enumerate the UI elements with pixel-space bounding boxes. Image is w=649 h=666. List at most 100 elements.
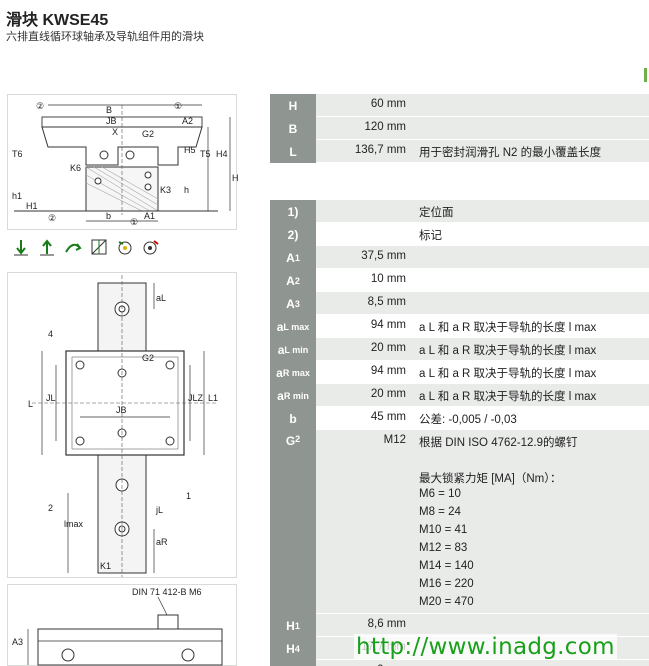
spec-description (411, 292, 649, 315)
spec-description-line: M20 = 470 (419, 596, 474, 608)
diagram1-label: X (112, 127, 118, 137)
spec-description-line: M12 = 83 (419, 542, 468, 554)
spec-description-line: a L 和 a R 取决于导轨的长度 l max (419, 368, 597, 380)
diagram1-label: ② (48, 213, 56, 223)
diagram1-label: H (232, 173, 238, 183)
spec-value: 10 mm (316, 269, 411, 292)
spec-description-line: 根据 DIN ISO 4762-12.9的螺钉 (419, 437, 578, 449)
diagram1-label: K3 (160, 185, 171, 195)
spec-symbol (270, 163, 316, 177)
spec-description-line: 用于密封润滑孔 N2 的最小覆盖长度 (419, 147, 602, 159)
spec-description-line: M14 = 140 (419, 560, 474, 572)
diagram1-label: A1 (144, 211, 155, 221)
spec-description (411, 163, 649, 177)
load-up-icon (37, 237, 57, 257)
spec-value: 20 mm (316, 384, 411, 407)
spec-description-line: 标记 (419, 230, 442, 242)
diagram3-label: A3 (12, 637, 23, 647)
spec-symbol: b (270, 407, 316, 430)
spec-value: 20 mm (316, 338, 411, 361)
spec-description-line: a L 和 a R 取决于导轨的长度 l max (419, 391, 597, 403)
diagram2-label: jL (155, 505, 163, 515)
diagram1-label: JB (106, 116, 117, 126)
spec-symbol: H (270, 94, 316, 117)
page-title: 滑块 KWSE45 (6, 12, 109, 29)
spec-description: a L 和 a R 取决于导轨的长度 l max (411, 384, 649, 407)
diagram1-label: B (106, 105, 112, 115)
diagram2-label: aL (156, 293, 166, 303)
moment-icon (63, 237, 83, 257)
diagram1-label: A2 (182, 116, 193, 126)
spec-value: 120 mm (316, 117, 411, 140)
diagram2-label: 1 (186, 491, 191, 501)
spec-description (411, 117, 649, 140)
spec-value: M12 (316, 430, 411, 614)
spec-value: 94 mm (316, 361, 411, 384)
spec-value: 136,7 mm (316, 140, 411, 163)
diagram1-label: h1 (12, 191, 22, 201)
spec-description (411, 94, 649, 117)
spec-description-line (419, 167, 649, 185)
diagram1-label: ② (36, 101, 44, 111)
spec-description-line (419, 452, 649, 470)
diagram1-label: H4 (216, 149, 228, 159)
diagram2-label: JLZ (188, 393, 204, 403)
side-view-diagram: DIN 71 412-B M6 A3 (7, 584, 237, 666)
spec-description-line: M8 = 24 (419, 506, 461, 518)
spec-description-line: 定位面 (419, 207, 454, 219)
diagram2-label: 4 (48, 329, 53, 339)
spec-value: 37,5 mm (316, 246, 411, 269)
diagram3-label: DIN 71 412-B M6 (132, 587, 202, 597)
spec-row (270, 163, 649, 177)
cross-section-diagram: ② ① B JB X A2 G2 T6 K6 H5 T5 H4 H K3 h h… (7, 94, 238, 230)
diagram2-label: JL (46, 393, 56, 403)
spec-value (316, 200, 411, 223)
diagram2-label: L1 (208, 393, 218, 403)
diagram1-label: G2 (142, 129, 154, 139)
diagram1-label: ① (130, 217, 138, 227)
diagram1-label: ① (174, 101, 182, 111)
spec-description-line (419, 121, 649, 139)
spec-description-line: a L 和 a R 取决于导轨的长度 l max (419, 322, 597, 334)
spec-symbol: H5 (270, 660, 316, 666)
spec-row: 1)定位面 (270, 200, 649, 223)
spec-row: 2)标记 (270, 223, 649, 246)
spec-row: H59 mm (270, 660, 649, 666)
spec-description-line: M6 = 10 (419, 488, 461, 500)
diagram2-label: L (28, 399, 33, 409)
spec-description-line: 公差: -0,005 / -0,03 (419, 414, 517, 426)
spec-description: 公差: -0,005 / -0,03 (411, 407, 649, 430)
spec-value: 60 mm (316, 94, 411, 117)
spec-description (411, 269, 649, 292)
spec-description-line: M10 = 41 (419, 524, 468, 536)
spec-description-line: 最大锁紧力矩 [MA]（Nm）： (419, 473, 562, 485)
spec-symbol: L (270, 140, 316, 163)
spec-value (316, 223, 411, 246)
spec-value (316, 163, 411, 177)
diagram1-label: T6 (12, 149, 23, 159)
spec-value: 94 mm (316, 315, 411, 338)
diagram1-label: K6 (70, 163, 81, 173)
diagram1-label: b (106, 211, 111, 221)
top-view-diagram: aL 4 G2 L JL JB JLZ L1 2 1 jL lmax aR K1 (7, 272, 237, 578)
spec-description-line: a L 和 a R 取决于导轨的长度 l max (419, 345, 597, 357)
lubrication-icon (115, 237, 135, 257)
